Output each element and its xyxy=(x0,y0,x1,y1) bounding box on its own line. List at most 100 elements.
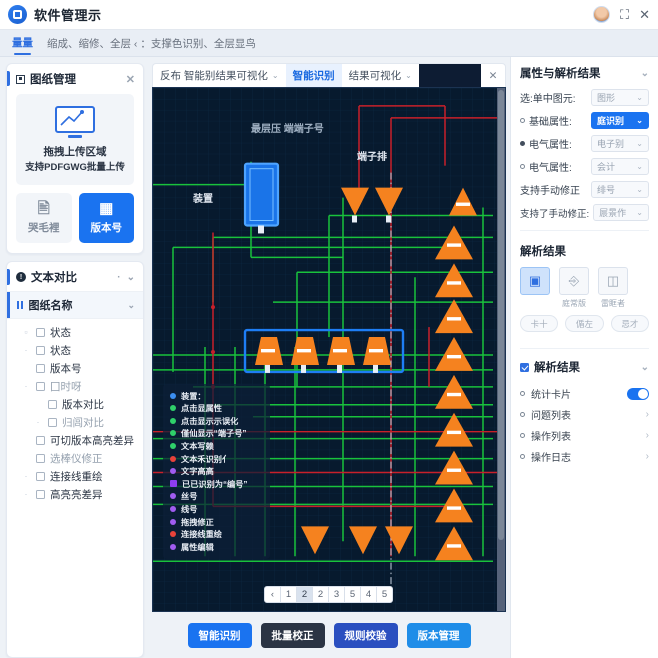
legend-label: 点击显属性 xyxy=(181,404,222,414)
close-icon[interactable]: ✕ xyxy=(639,7,650,22)
page-button[interactable]: 2 xyxy=(312,586,329,603)
page-prev-button[interactable]: ‹ xyxy=(264,586,281,603)
close-icon[interactable]: ✕ xyxy=(125,73,135,86)
property-dropdown[interactable]: 会计 ⌄ xyxy=(591,158,649,175)
chevron-down-icon[interactable]: ⌄ xyxy=(127,299,135,310)
page-button[interactable]: 4 xyxy=(360,586,377,603)
tab-filler xyxy=(418,64,481,87)
tab-label: 结果可视化 xyxy=(348,70,402,82)
list-item[interactable]: ▫ 状态 xyxy=(7,323,143,341)
list-item[interactable]: · 状态 xyxy=(7,341,143,359)
tab-result-visualization[interactable]: 结果可视化 ⌄ xyxy=(342,64,419,87)
menu-bar: 量量 缩成、缩修、全层 ‹ ：支撑色识别、全层显鸟 xyxy=(0,30,658,57)
pill-button[interactable]: 卡十 xyxy=(520,315,559,332)
upload-dropzone[interactable]: 拖拽上传区域 支持PDFGWG批量上传 xyxy=(16,94,134,185)
tab-visualization-1[interactable]: 反布 智能别结果可视化 ⌄ xyxy=(153,64,286,87)
chevron-down-icon[interactable]: ⌄ xyxy=(405,71,412,80)
user-avatar[interactable] xyxy=(592,6,610,23)
list-item[interactable]: 选棒仪修正 xyxy=(7,449,143,467)
property-dropdown[interactable]: 绯号 ⌄ xyxy=(591,181,649,198)
list-item[interactable]: · 归闾对比 xyxy=(7,413,143,431)
legend-label: 文本禾识别亻 xyxy=(181,454,231,464)
legend-item: 已已识别为“编号” xyxy=(170,477,263,490)
pill-button[interactable]: 偱左 xyxy=(565,315,604,332)
list-item-operation-list[interactable]: 操作列表 › xyxy=(520,425,649,446)
chevron-down-icon[interactable]: ⌄ xyxy=(126,271,135,283)
tile-terminal[interactable]: ◫ 雷眶者 xyxy=(598,267,628,309)
list-item[interactable]: 版本对比 xyxy=(7,395,143,413)
chevron-down-icon[interactable]: ⌄ xyxy=(271,71,279,80)
list-item[interactable]: · 高亮亮差异 xyxy=(7,485,143,503)
checkbox-icon[interactable] xyxy=(520,362,529,372)
menu-item-rest[interactable]: 缩成、缩修、全层 ‹ ：支撑色识别、全层显鸟 xyxy=(47,37,256,50)
legend-label: 已已识别为“编号” xyxy=(182,479,248,489)
tree-checkbox[interactable] xyxy=(36,489,45,499)
center-area: 反布 智能别结果可视化 ⌄ 智能识别 结果可视化 ⌄ ✕ xyxy=(150,57,510,658)
text-compare-tree: ▫ 状态 · 状态 版本号 · xyxy=(7,319,143,511)
smart-recognition-button[interactable]: 智能识别 xyxy=(187,622,252,648)
tree-checkbox[interactable] xyxy=(36,435,45,445)
version-management-button[interactable]: 版本管理 xyxy=(406,622,471,648)
legend-label: 线号 xyxy=(181,504,198,514)
stat-cards-toggle[interactable] xyxy=(627,387,649,400)
list-item-problem-list[interactable]: 问题列表 › xyxy=(520,404,649,425)
property-dropdown[interactable]: 屒景作 ⌄ xyxy=(593,204,649,221)
drag-handle-icon xyxy=(17,301,23,309)
page-button[interactable]: 5 xyxy=(376,586,393,603)
camera-icon[interactable]: ⛶ xyxy=(619,7,630,22)
batch-correction-button[interactable]: 批量校正 xyxy=(260,622,325,648)
legend-item: 丝号 xyxy=(170,490,263,503)
panel-icon xyxy=(16,74,25,84)
list-item-operation-log[interactable]: 操作日志 › xyxy=(520,446,649,467)
list-item-stat-cards[interactable]: 统计卡片 xyxy=(520,383,649,404)
legend-color-swatch xyxy=(170,455,176,462)
chevron-down-icon: ⌄ xyxy=(636,116,643,125)
canvas-scrollbar-vertical[interactable] xyxy=(497,88,505,611)
tree-checkbox[interactable] xyxy=(36,327,45,337)
property-dropdown-active[interactable]: 庭识别 ⌄ xyxy=(591,112,649,129)
tree-checkbox[interactable] xyxy=(36,381,45,391)
tab-smart-recognition[interactable]: 智能识别 xyxy=(285,64,342,87)
tile-tag[interactable]: ⎆ 庭常版 xyxy=(559,267,589,309)
list-item[interactable]: 版本号 xyxy=(7,359,143,377)
document-button[interactable]: 🖹 哭毛裡 xyxy=(16,193,72,243)
tree-checkbox[interactable] xyxy=(36,471,45,481)
pill-button[interactable]: 忌才 xyxy=(610,315,649,332)
chevron-down-icon[interactable]: ⌄ xyxy=(640,67,649,79)
legend-box: 装置： 点击显属性 点击显示示误化 僅仙显示“端子号” 文本写赖 文本禾识别亻 … xyxy=(163,384,270,559)
list-item[interactable]: 可切版本高亮差异 xyxy=(7,431,143,449)
legend-label: 拖拽修正 xyxy=(181,517,214,527)
tree-checkbox[interactable] xyxy=(36,453,45,463)
rule-validation-button[interactable]: 规则校验 xyxy=(333,622,398,648)
property-label: 基础属性: xyxy=(529,117,572,128)
tree-checkbox[interactable] xyxy=(48,417,57,427)
menu-item-active[interactable]: 量量 xyxy=(12,35,33,55)
tree-item-label: 归闾对比 xyxy=(62,416,104,429)
version-button[interactable]: ▦ 版本号 xyxy=(78,193,134,243)
list-item[interactable]: · 连接线重绘 xyxy=(7,467,143,485)
list-item-label: 操作日志 xyxy=(531,453,571,464)
page-button[interactable]: 3 xyxy=(328,586,345,603)
close-icon[interactable]: ✕ xyxy=(488,69,498,82)
tree-checkbox[interactable] xyxy=(48,399,57,409)
property-dropdown[interactable]: 电子别 ⌄ xyxy=(591,135,649,152)
page-button[interactable]: 1 xyxy=(280,586,297,603)
page-button-current[interactable]: 2 xyxy=(296,586,313,603)
page-button[interactable]: 5 xyxy=(344,586,361,603)
property-dropdown[interactable]: 图形 ⌄ xyxy=(591,89,649,106)
canvas-label-title: 最层压 端端子号 xyxy=(251,124,324,135)
legend-item: 文本写赖 xyxy=(170,440,263,453)
tree-header-drawing-name[interactable]: 图纸名称 ⌄ xyxy=(7,291,143,319)
tree-item-label: 连接线重绘 xyxy=(50,470,103,483)
schematic-canvas[interactable]: 最层压 端端子号 装置 端子排 装置： 点击显属性 点击显示示误化 僅仙显示“端… xyxy=(152,87,506,612)
more-icon[interactable]: · xyxy=(117,271,121,283)
tile-chip[interactable]: ▣ xyxy=(520,267,550,309)
tree-checkbox[interactable] xyxy=(36,363,45,373)
result-tiles: ▣ ⎆ 庭常版 ◫ 雷眶者 xyxy=(520,267,649,309)
list-item[interactable]: · 囗时呀 xyxy=(7,377,143,395)
legend-item: 僅仙显示“端子号” xyxy=(170,427,263,440)
result-pills: 卡十 偱左 忌才 xyxy=(520,315,649,332)
tree-checkbox[interactable] xyxy=(36,345,45,355)
chevron-down-icon[interactable]: ⌄ xyxy=(640,361,649,373)
